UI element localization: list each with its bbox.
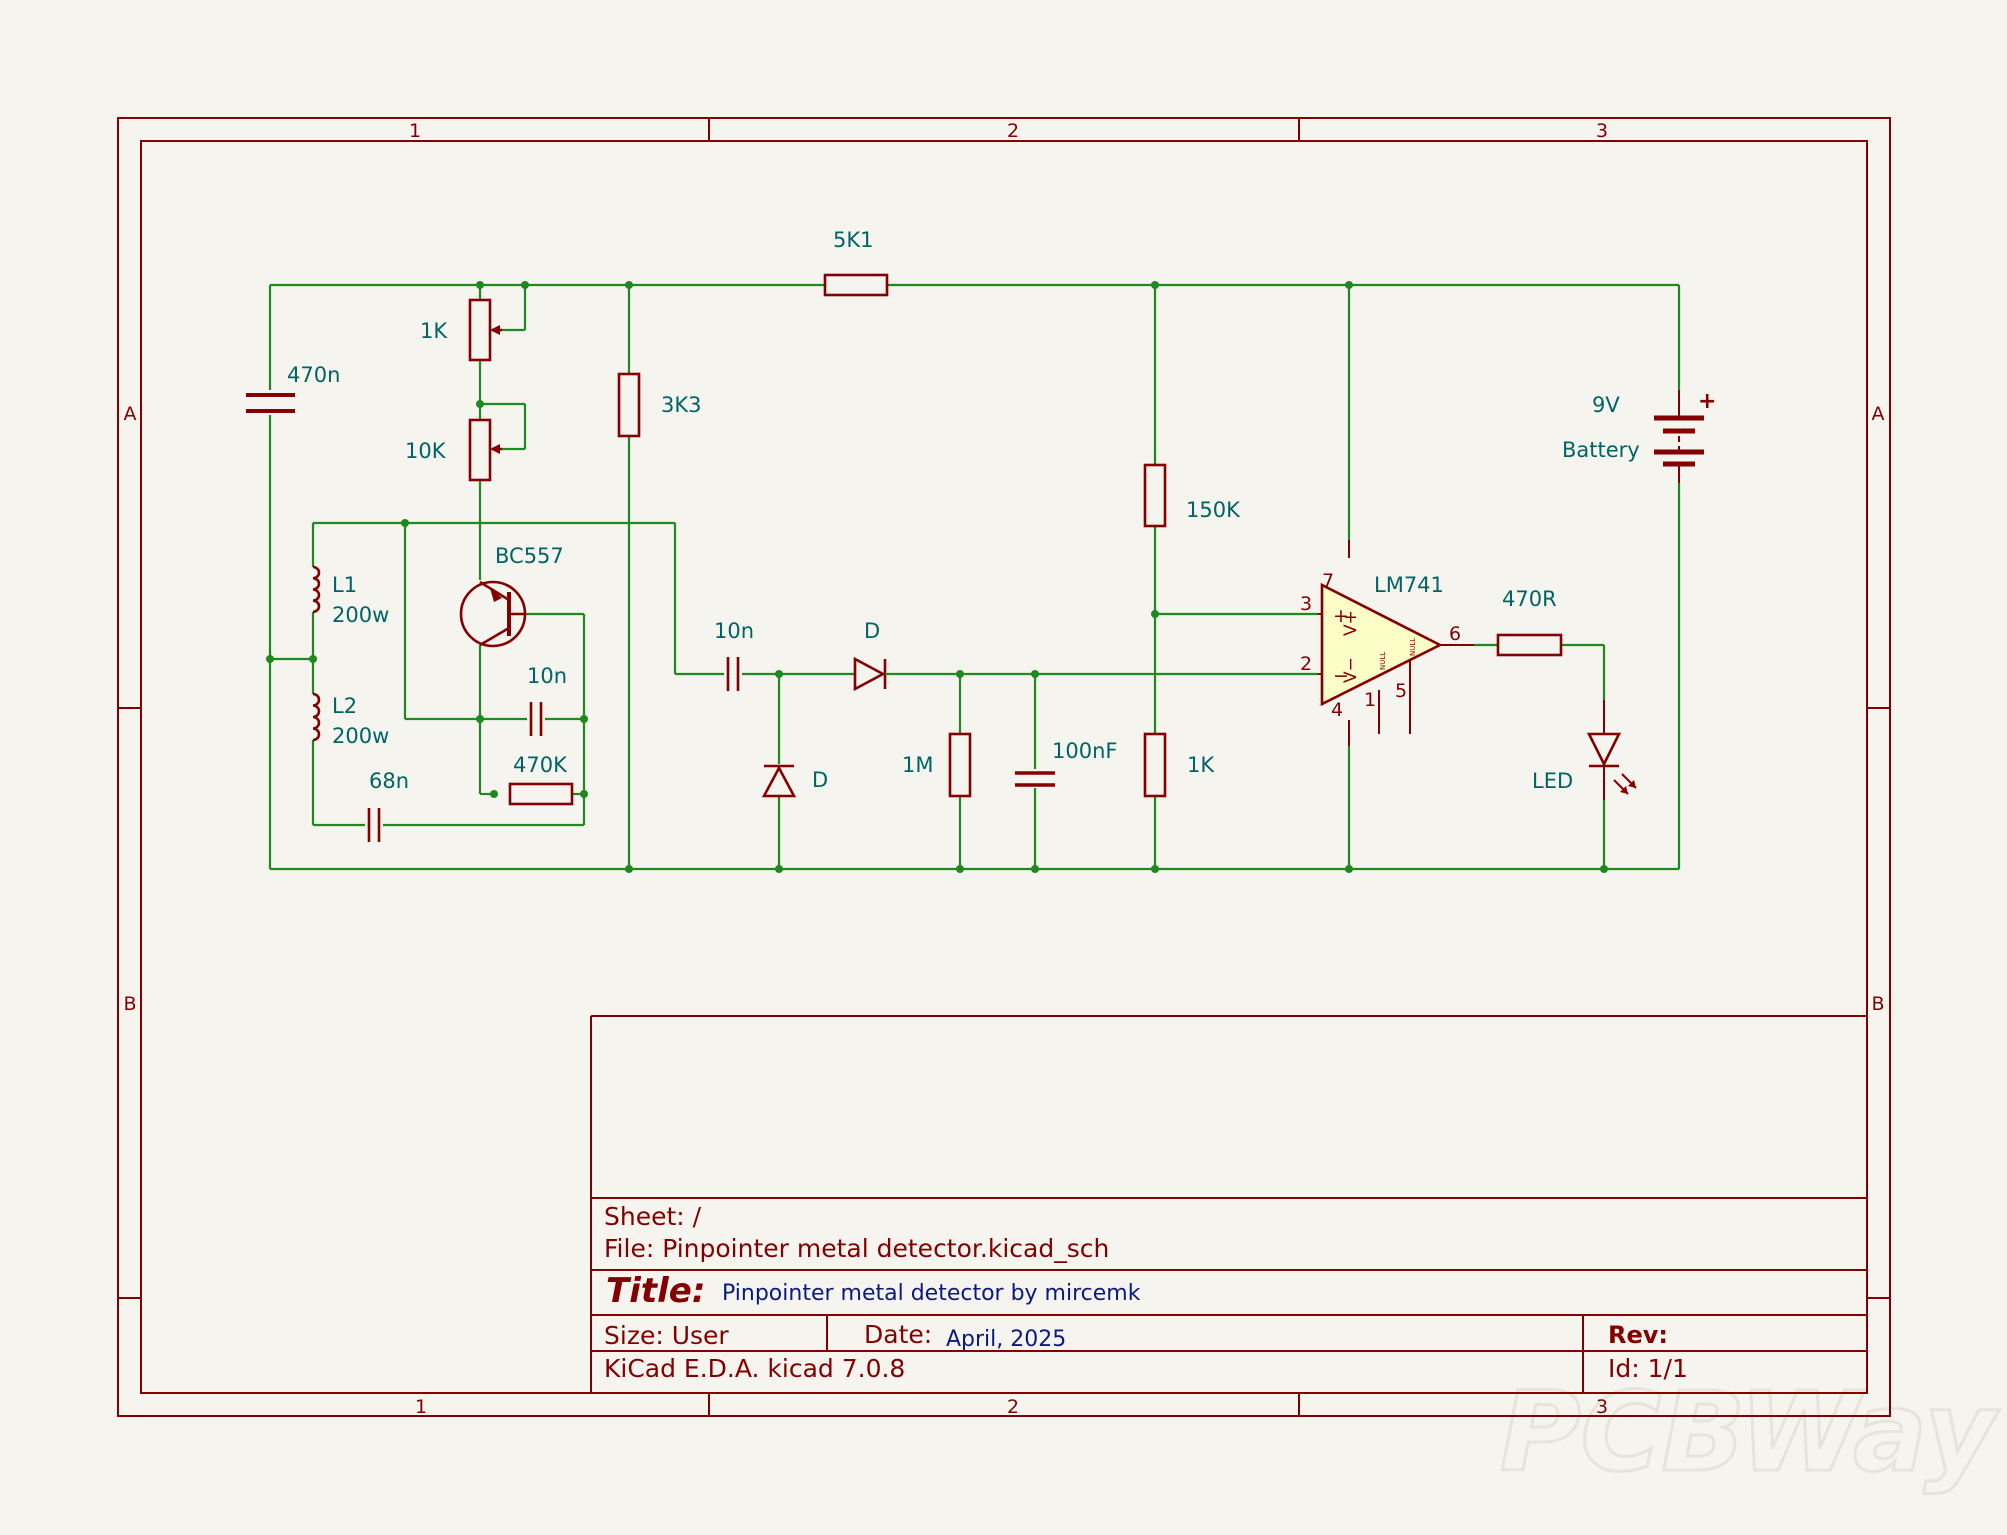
pin-7: 7 (1322, 570, 1334, 592)
title-block-size: Size: User (604, 1321, 729, 1350)
capacitor-470n: 470n (246, 363, 340, 413)
col-label-1-bottom: 1 (415, 1396, 427, 1418)
label-l2-ref: L2 (332, 694, 357, 718)
label-pot-10k: 10K (405, 439, 447, 463)
frame-coordinates: 1 2 3 1 2 3 A B A B (123, 120, 1884, 1418)
resistor-470k: 470K (508, 753, 574, 806)
pin-1: 1 (1364, 689, 1376, 711)
battery-plus-sign: + (1698, 389, 1716, 414)
label-c-10n-b: 10n (527, 664, 567, 688)
label-q-bc557: BC557 (495, 544, 564, 568)
pin-6: 6 (1449, 623, 1461, 645)
pin-2: 2 (1300, 653, 1312, 675)
sheet-frame (117, 117, 1891, 1417)
inductor-l1: L1 200w (312, 565, 389, 627)
label-led: LED (1532, 769, 1573, 793)
title-block: Sheet: / File: Pinpointer metal detector… (590, 1015, 1867, 1393)
battery-9v: + 9V Battery (1562, 389, 1716, 483)
capacitor-10n-feedback: 10n (527, 664, 567, 736)
led: LED (1532, 700, 1637, 800)
pin-5: 5 (1395, 680, 1407, 702)
resistor-1k-divider: 1K (1143, 732, 1215, 798)
pin-4: 4 (1331, 699, 1343, 721)
label-r-1m: 1M (902, 753, 933, 777)
opamp-lm741: 7 3 2 6 4 1 5 + − V+ V− NULL NULL LM741 (1300, 540, 1474, 746)
title-block-date-label: Date: (864, 1320, 932, 1349)
label-pot-1k: 1K (420, 319, 448, 343)
label-l1-ref: L1 (332, 573, 357, 597)
row-label-b-left: B (123, 993, 136, 1015)
transistor-bc557: BC557 (459, 544, 564, 648)
resistor-1m: 1M (902, 732, 972, 798)
opamp-vplus-label: V+ (1341, 610, 1361, 636)
title-block-date-value: April, 2025 (946, 1327, 1066, 1352)
resistor-150k: 150K (1143, 463, 1241, 528)
col-label-2-bottom: 2 (1007, 1396, 1019, 1418)
capacitor-100nf: 100nF (1015, 739, 1117, 787)
col-label-1-top: 1 (409, 120, 421, 142)
opamp-null-1: NULL (1379, 652, 1387, 670)
label-d-series: D (864, 619, 880, 643)
label-r-5k1: 5K1 (833, 228, 874, 252)
capacitor-68n: 68n (367, 769, 409, 842)
label-c-10n-a: 10n (714, 619, 754, 643)
label-u-lm741: LM741 (1374, 573, 1444, 597)
pin-3: 3 (1300, 593, 1312, 615)
label-r-1k: 1K (1187, 753, 1215, 777)
junctions (266, 281, 1608, 873)
watermark: PCBWay (1500, 1368, 2000, 1496)
col-label-2-top: 2 (1007, 120, 1019, 142)
label-c-68n: 68n (369, 769, 409, 793)
opamp-vminus-label: V− (1341, 657, 1361, 683)
col-label-3-top: 3 (1596, 120, 1608, 142)
label-c-100nf: 100nF (1052, 739, 1117, 763)
label-battery-voltage: 9V (1592, 393, 1620, 417)
title-block-id: Id: 1/1 (1608, 1354, 1688, 1383)
capacitor-10n-coupling: 10n (714, 619, 754, 691)
title-block-file: File: Pinpointer metal detector.kicad_sc… (604, 1234, 1109, 1263)
resistor-3k3: 3K3 (617, 372, 702, 438)
wires (268, 283, 1681, 871)
label-r-470r: 470R (1502, 587, 1557, 611)
label-r-150k: 150K (1186, 498, 1241, 522)
label-c-470n: 470n (287, 363, 340, 387)
title-block-sheet: Sheet: / (604, 1202, 702, 1231)
label-d-shunt: D (812, 768, 828, 792)
potentiometer-10k: 10K (405, 418, 502, 482)
resistor-5k1: 5K1 (823, 228, 889, 297)
label-battery-name: Battery (1562, 438, 1640, 462)
opamp-plus-sign: + (1333, 605, 1349, 627)
label-l1-value: 200w (332, 603, 389, 627)
diode-series: D (853, 619, 915, 692)
resistor-470r: 470R (1496, 587, 1563, 657)
diode-shunt: D (761, 764, 828, 798)
title-block-title-label: Title: (606, 1271, 705, 1311)
opamp-null-2: NULL (1409, 638, 1417, 656)
row-label-b-right: B (1871, 993, 1884, 1015)
row-label-a-right: A (1872, 403, 1885, 425)
row-label-a-left: A (124, 403, 137, 425)
title-block-rev-label: Rev: (1608, 1321, 1668, 1349)
title-block-title-value: Pinpointer metal detector by mircemk (722, 1281, 1141, 1306)
label-r-470k: 470K (513, 753, 568, 777)
label-l2-value: 200w (332, 724, 389, 748)
opamp-minus-sign: − (1333, 665, 1349, 687)
title-block-tool: KiCad E.D.A. kicad 7.0.8 (604, 1354, 905, 1383)
inductor-l2: L2 200w (312, 692, 389, 748)
label-r-3k3: 3K3 (661, 393, 702, 417)
potentiometer-1k: 1K (420, 298, 502, 362)
col-label-3-bottom: 3 (1596, 1396, 1608, 1418)
